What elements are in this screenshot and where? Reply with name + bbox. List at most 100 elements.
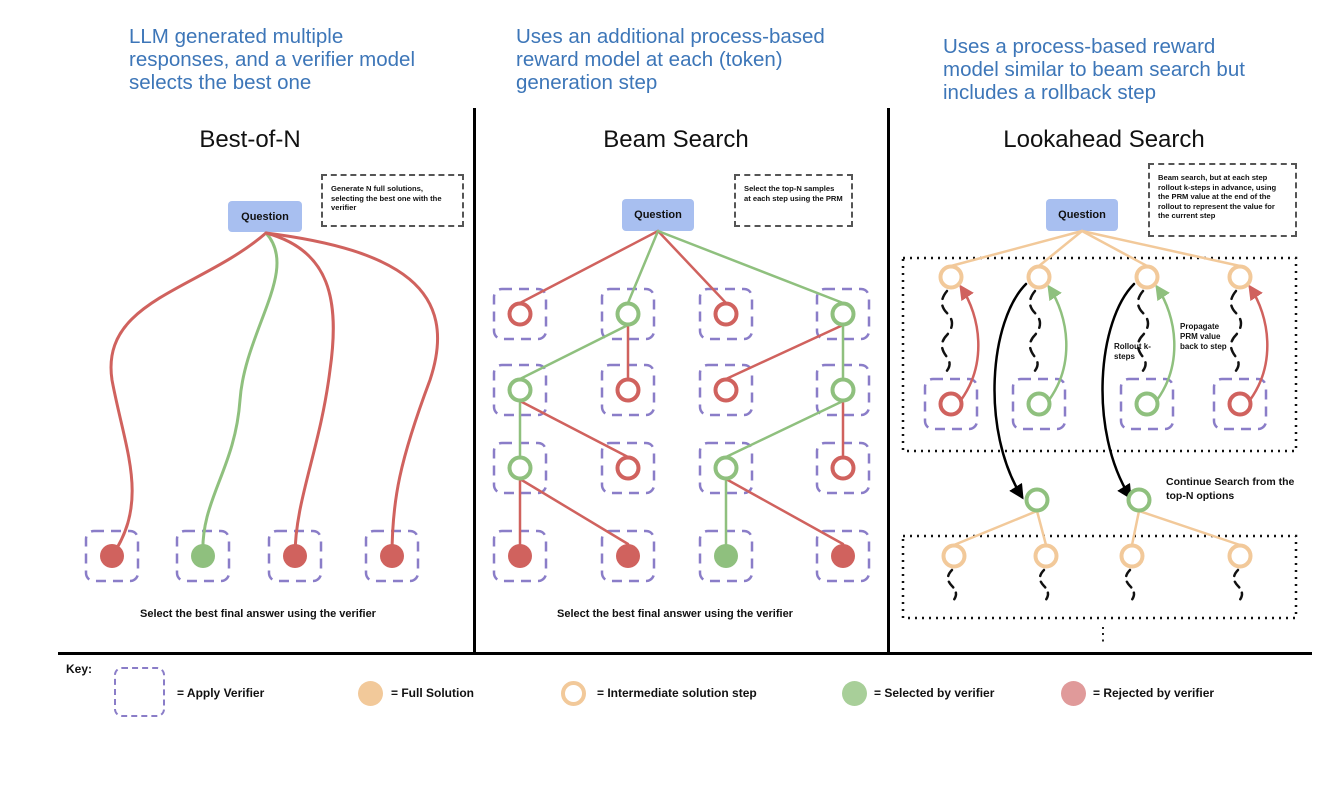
verifier-box [267,529,323,583]
final-answer-node [191,544,215,568]
key-swatch-verifier [114,667,165,717]
verifier-box [698,441,754,495]
caption-lookahead: Uses a process-based reward model simila… [943,35,1245,104]
caption-best-of-n: LLM generated multiple responses, and a … [129,25,415,94]
key-label-intermediate: = Intermediate solution step [597,686,757,700]
lookahead-region [901,256,1298,453]
beam-step-node [830,301,856,327]
lookahead-step-node [1026,264,1052,290]
caption-line: Uses a process-based reward [943,35,1216,58]
beam-edge [724,399,845,459]
key-label-full-solution: = Full Solution [391,686,474,700]
final-answer-node [100,544,124,568]
beam-step-node [713,455,739,481]
footer-beam-search: Select the best final answer using the v… [557,608,793,620]
beam-step-node [830,455,856,481]
ellipsis: ⋮ [1094,624,1112,644]
caption-line: responses, and a verifier model [129,48,416,71]
key-label-rejected: = Rejected by verifier [1093,686,1215,700]
continue-region [901,534,1298,620]
key-swatch-rejected [1061,681,1086,706]
continue-search-label: Continue Search from the top-N options [1166,476,1295,502]
verifier-box [1011,377,1067,431]
propagate-label: Propagate PRM value back to step [1180,322,1227,351]
key-swatch-full-solution [358,681,383,706]
verifier-box [1212,377,1268,431]
beam-edge [656,229,728,305]
lookahead-edge [949,229,1084,268]
beam-step-node [507,301,533,327]
beam-step-node [507,377,533,403]
caption-line: generation step [516,71,658,94]
caption-line: reward model at each (token) [516,48,783,71]
beam-edge [518,323,630,381]
rollout-end-node [938,391,964,417]
propagate-arrow [1155,284,1176,402]
verifier-box [698,363,754,417]
verifier-box [492,363,548,417]
verifier-box [492,287,548,341]
caption-line: selects the best one [129,71,312,94]
next-step-node [1033,543,1059,569]
lookahead-edge [1080,229,1149,268]
rollout-end-node [1134,391,1160,417]
continue-node [1024,487,1050,513]
panel-title-best-of-n: Best-of-N [199,126,301,153]
beam-edge [626,229,660,305]
next-step-node [1119,543,1145,569]
panel-divider [473,108,476,653]
panel-title-lookahead: Lookahead Search [1003,126,1205,153]
solution-path [264,231,440,558]
beam-step-node [830,377,856,403]
final-answer-node [714,544,738,568]
verifier-box [815,529,871,583]
final-answer-node [508,544,532,568]
rollout-end-node [1026,391,1052,417]
next-step-node [1227,543,1253,569]
key-title: Key: [66,662,93,676]
caption-line: model similar to beam search but [943,58,1245,81]
lookahead-step-node [1134,264,1160,290]
beam-step-node [615,301,641,327]
final-answer-node [380,544,404,568]
key-divider [58,652,1312,655]
final-answer-node [616,544,640,568]
rollout-squiggle [1229,289,1243,375]
verifier-box [600,287,656,341]
footer-best-of-n: Select the best final answer using the v… [140,608,376,620]
continue-edge [952,509,1039,547]
beam-step-node [713,301,739,327]
continue-edge [1137,509,1242,547]
panel-title-beam-search: Beam Search [603,126,749,153]
beam-step-node [615,455,641,481]
panel-divider [887,108,890,653]
final-answer-node [283,544,307,568]
solution-path [109,231,268,558]
rollout-squiggle [1136,289,1150,375]
solution-path [201,231,279,558]
beam-edge [724,323,845,381]
continue-arrow [1101,282,1136,500]
beam-step-node [713,377,739,403]
propagate-arrow [959,284,980,402]
rollout-squiggle [946,568,958,604]
beam-step-node [615,377,641,403]
lookahead-edge [1037,229,1084,268]
caption-line: LLM generated multiple [129,25,344,48]
verifier-box [923,377,979,431]
rollout-squiggle [1124,568,1136,604]
rollout-squiggle [1038,568,1050,604]
lookahead-step-node [1227,264,1253,290]
question-node-beam-search: Question [622,199,694,231]
lookahead-step-node [938,264,964,290]
continue-edge [1130,509,1141,547]
verifier-box [84,529,140,583]
solution-path [264,231,335,558]
verifier-box [600,529,656,583]
key-label-selected: = Selected by verifier [874,686,995,700]
verifier-box [815,287,871,341]
question-node-best-of-n: Question [228,201,302,232]
final-answer-node [831,544,855,568]
caption-line: includes a rollback step [943,81,1157,104]
